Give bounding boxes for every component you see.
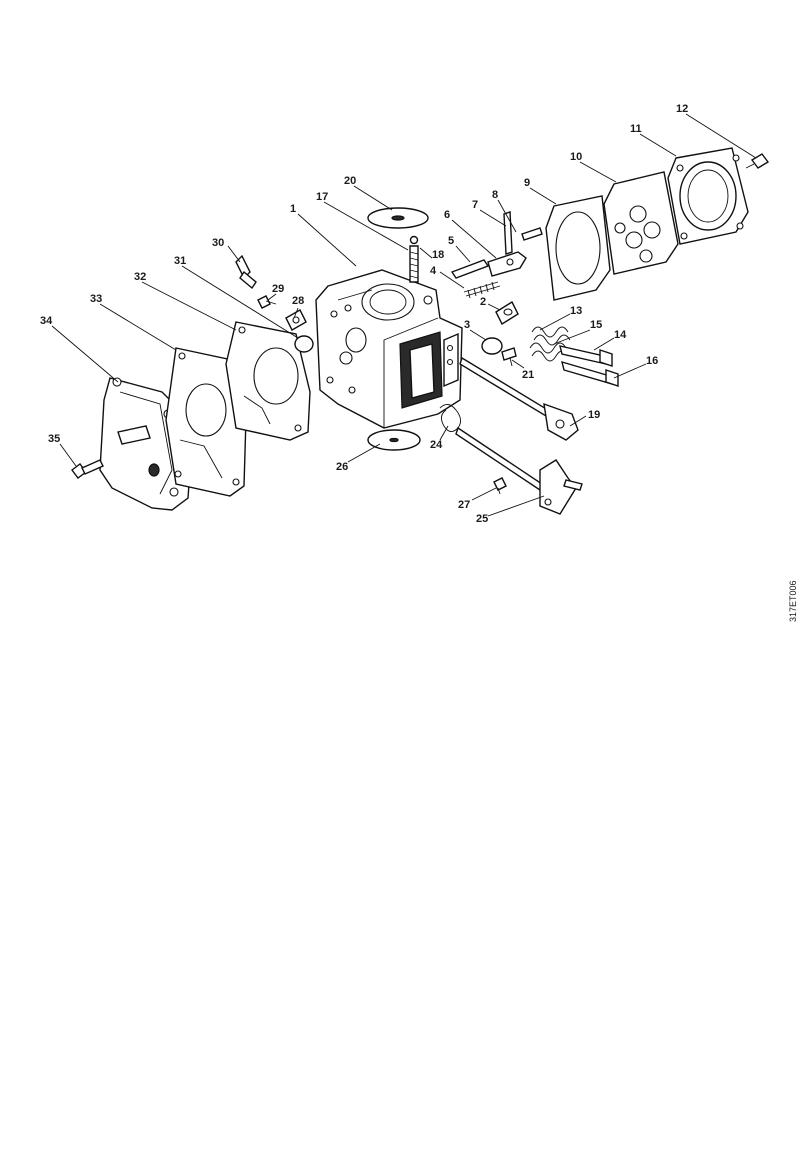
part-pin-18: [409, 235, 419, 283]
callout-14: 14: [614, 329, 627, 341]
callout-9: 9: [524, 177, 530, 189]
callout-8: 8: [492, 189, 498, 201]
part-strainer-31: [294, 335, 314, 353]
callout-26: 26: [336, 461, 348, 473]
callout-31: 31: [174, 255, 186, 267]
part-gasket-33: [165, 347, 247, 497]
callout-5: 5: [448, 235, 454, 247]
part-screw-27: [493, 477, 507, 495]
callout-27: 27: [458, 499, 470, 511]
callout-34: 34: [40, 315, 53, 327]
part-screw-12: [745, 153, 770, 169]
part-disc-3: [481, 337, 503, 355]
part-spring-13: [531, 326, 571, 346]
part-throttle-shaft-19: [459, 356, 579, 441]
callout-3: 3: [464, 319, 470, 331]
callout-19: 19: [588, 409, 600, 421]
callout-32: 32: [134, 271, 146, 283]
leader-lines: [51, 113, 757, 517]
callout-4: 4: [430, 265, 437, 277]
part-cover-plate-11: [667, 147, 749, 245]
part-gasket-9: [545, 195, 611, 301]
callout-12: 12: [676, 103, 688, 115]
part-spring-4: [463, 281, 501, 299]
callout-6: 6: [444, 209, 450, 221]
callout-7: 7: [472, 199, 478, 211]
callout-13: 13: [570, 305, 582, 317]
callout-30: 30: [212, 237, 224, 249]
callout-25: 25: [476, 513, 488, 525]
part-screw-21: [501, 347, 517, 367]
callout-10: 10: [570, 151, 582, 163]
part-disc-26: [367, 429, 421, 451]
callout-24: 24: [430, 439, 443, 451]
callout-1: 1: [290, 203, 296, 215]
callout-16: 16: [646, 355, 658, 367]
part-adjusting-screw-14: [559, 345, 613, 367]
part-clip-28: [285, 309, 307, 331]
callout-29: 29: [272, 283, 284, 295]
part-screw-8: [521, 227, 543, 241]
callout-17: 17: [316, 191, 328, 203]
callout-21: 21: [522, 369, 534, 381]
part-lever-6: [487, 251, 527, 277]
part-screw-29: [257, 295, 277, 309]
callout-28: 28: [292, 295, 304, 307]
part-adjusting-screw-16: [561, 360, 619, 387]
callout-18: 18: [432, 249, 444, 261]
callout-11: 11: [630, 123, 642, 135]
callout-35: 35: [48, 433, 60, 445]
part-carburetor-body: [315, 269, 463, 429]
part-pin-7: [503, 211, 513, 255]
reference-code: 317ET006: [788, 580, 798, 622]
callout-20: 20: [344, 175, 356, 187]
callout-labels: 1 2 3 4 5 6 7 8 9 10 11 12 13 14 15 16 1…: [40, 103, 688, 525]
part-diaphragm-10: [603, 171, 679, 275]
callout-33: 33: [90, 293, 102, 305]
part-disc-20: [367, 207, 429, 229]
part-pin-5: [450, 259, 490, 279]
part-choke-shaft-25: [455, 426, 583, 515]
part-screw-35: [71, 459, 104, 479]
callout-2: 2: [480, 296, 486, 308]
callout-15: 15: [590, 319, 602, 331]
part-needle-valve-2: [495, 300, 519, 326]
